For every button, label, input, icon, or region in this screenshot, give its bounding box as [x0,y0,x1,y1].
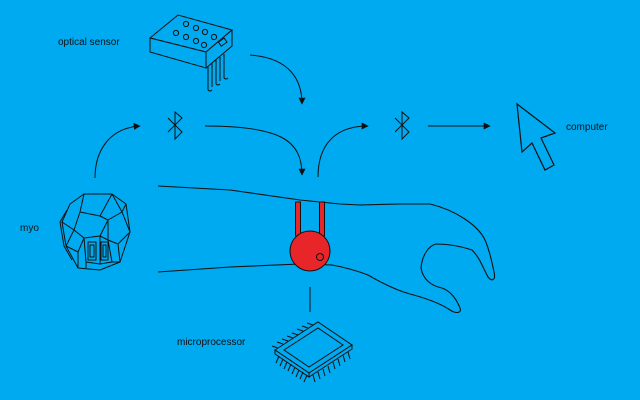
wrist-device-icon [289,201,331,272]
label-computer: computer [566,122,608,133]
arrow-bluetooth-to-device [204,125,306,176]
bluetooth-icon [167,110,183,141]
myo-armband-icon [59,193,131,271]
cursor-icon [516,102,557,171]
label-myo: myo [20,223,39,234]
label-optical-sensor: optical sensor [58,37,120,48]
optical-sensor-icon [148,14,234,92]
arm-outline [157,185,496,313]
bluetooth-icon [394,110,410,141]
arrow-sensor-to-device [249,54,306,105]
arrow-myo-to-bluetooth [94,122,141,179]
microprocessor-chip-icon [271,321,353,383]
label-microprocessor: microprocessor [177,337,246,348]
arrow-device-to-bluetooth [317,122,369,178]
